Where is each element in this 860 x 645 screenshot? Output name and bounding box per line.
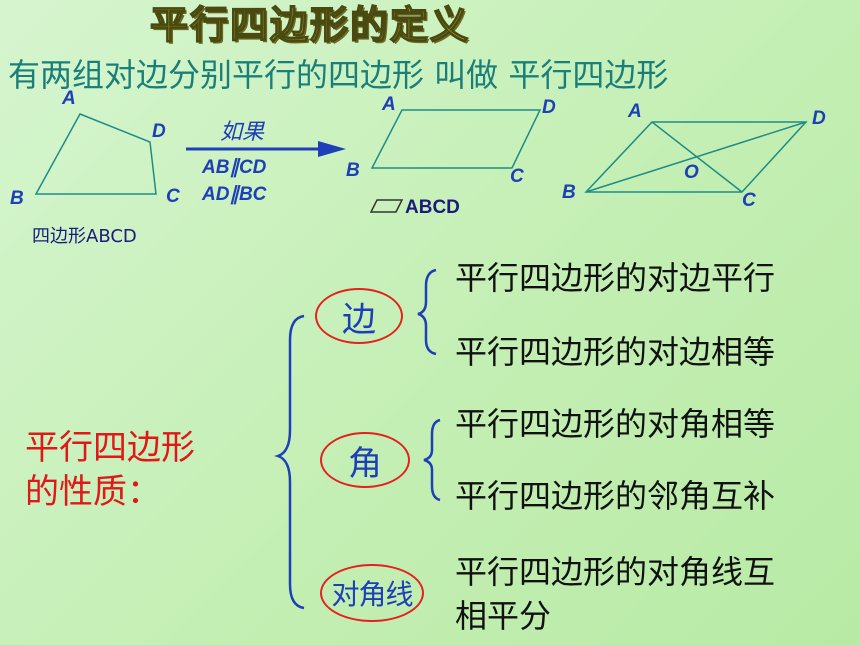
quadrilateral-shape (34, 113, 157, 195)
parallelogram-shape (370, 109, 542, 169)
property-diagonals-bisect-line1: 平行四边形的对角线互 (455, 553, 776, 591)
fig1-label-a: A (62, 88, 76, 109)
fig2-label-b: B (346, 160, 360, 181)
fig1-label-b: B (10, 188, 24, 209)
left-big-brace (274, 314, 305, 610)
fig1-label-d: D (152, 121, 166, 142)
fig1-label-c: C (166, 186, 180, 207)
diagonal-group-label: 对角线 (320, 564, 424, 622)
property-opposite-angles-equal: 平行四边形的对角相等 (455, 405, 776, 443)
property-adjacent-angles-supplementary: 平行四边形的邻角互补 (455, 477, 776, 515)
condition-ab-cd: AB∥CD (202, 157, 267, 178)
properties-heading-line1: 平行四边形 (25, 428, 195, 468)
property-opposite-sides-equal: 平行四边形的对边相等 (455, 333, 776, 371)
definition-text: 有两组对边分别平行的四边形 叫做 平行四边形 (8, 56, 669, 94)
fig3-label-c: C (742, 190, 756, 211)
fig2-label-d: D (542, 97, 556, 118)
parallelogram-symbol-icon (369, 199, 404, 213)
arrow-head (318, 141, 346, 157)
condition-ad-bc: AD∥BC (202, 184, 267, 205)
side-brace (417, 268, 437, 356)
properties-heading-line2: 的性质： (25, 472, 161, 512)
side-group-label: 边 (315, 288, 403, 344)
fig1-caption: 四边形ABCD (32, 226, 137, 247)
fig2-caption: ABCD (405, 197, 460, 218)
fig3-label-o: O (684, 162, 699, 183)
fig2-label-c: C (510, 166, 524, 187)
diagonal-bd (585, 121, 807, 193)
page-title: 平行四边形的定义 (149, 1, 471, 48)
if-word: 如果 (220, 120, 265, 145)
fig3-label-d: D (812, 108, 826, 129)
fig2-label-a: A (382, 94, 396, 115)
property-opposite-sides-parallel: 平行四边形的对边平行 (455, 259, 776, 297)
fig3-label-a: A (628, 101, 642, 122)
angle-group-label: 角 (320, 432, 410, 488)
property-diagonals-bisect-line2: 相平分 (455, 597, 552, 635)
angle-brace (423, 418, 441, 502)
fig3-label-b: B (562, 182, 576, 203)
